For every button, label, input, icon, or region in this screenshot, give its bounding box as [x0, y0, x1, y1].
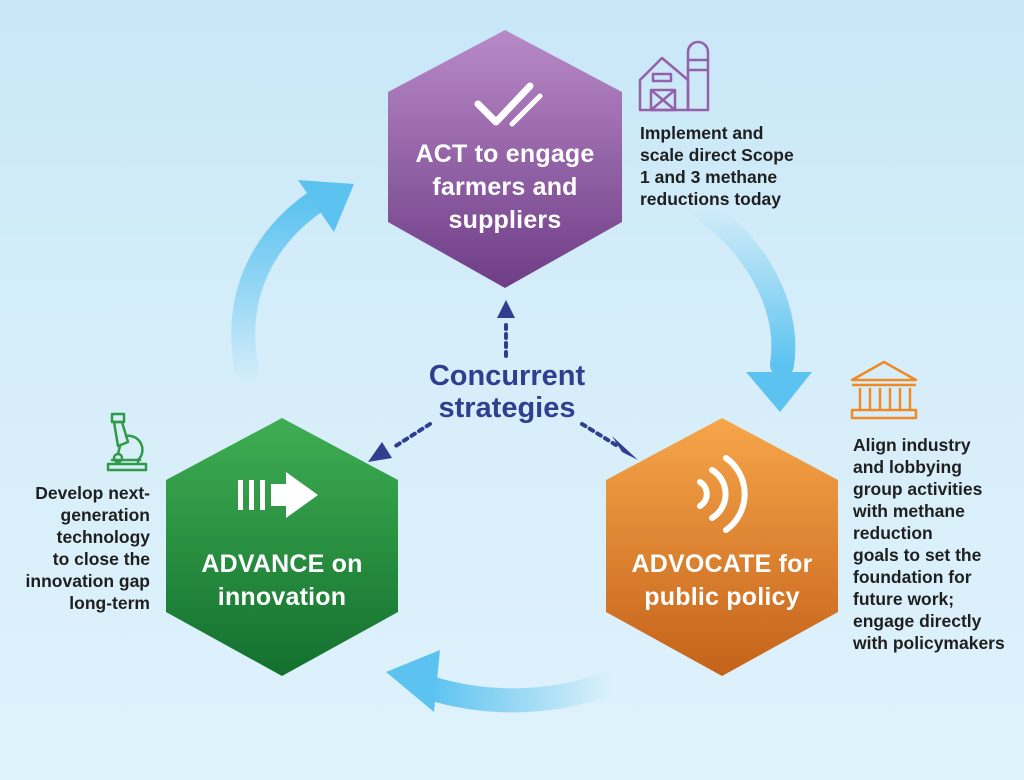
advance-description-line: to close the — [52, 549, 150, 569]
act-label-line: suppliers — [448, 206, 562, 234]
center-title-line: strategies — [438, 392, 576, 424]
center-title: Concurrent strategies — [412, 360, 602, 424]
act-label-line: ACT to engage — [415, 140, 595, 168]
advocate-description-line: future work; — [853, 589, 955, 609]
center-title-line: Concurrent — [428, 360, 586, 392]
act-description-line: Implement and — [640, 123, 764, 143]
advocate-label: ADVOCATE for public policy — [606, 548, 838, 614]
advocate-label-line: public policy — [644, 583, 800, 611]
advocate-description-line: Align industry — [853, 435, 971, 455]
advocate-description-line: goals to set the — [853, 545, 982, 565]
advance-description-line: generation — [60, 505, 150, 525]
cycle-arrow-left — [231, 180, 354, 397]
advocate-description-line: with policymakers — [853, 633, 1005, 653]
act-description-line: 1 and 3 methane — [640, 167, 778, 187]
advocate-description-line: reduction — [853, 523, 933, 543]
cycle-arrow-right — [693, 198, 812, 412]
act-label-line: farmers and — [432, 173, 578, 201]
advance-description: Develop next- generation technology to c… — [8, 482, 150, 614]
advance-description-line: Develop next- — [35, 483, 150, 503]
advocate-description-line: group activities — [853, 479, 983, 499]
microscope-icon — [106, 412, 148, 472]
government-building-icon — [850, 360, 918, 420]
advance-description-line: innovation gap — [25, 571, 150, 591]
advance-label: ADVANCE on innovation — [166, 548, 398, 614]
dotted-arrow-left — [368, 422, 432, 462]
advocate-description-line: and lobbying — [853, 457, 962, 477]
advance-description-line: long-term — [69, 593, 150, 613]
advocate-description: Align industry and lobbying group activi… — [853, 434, 1021, 654]
advocate-description-line: engage directly — [853, 611, 982, 631]
act-label: ACT to engage farmers and suppliers — [388, 138, 622, 237]
checkmark-icon — [474, 82, 543, 127]
advocate-label-line: ADVOCATE for — [631, 550, 813, 578]
advance-description-line: technology — [56, 527, 150, 547]
act-description-line: reductions today — [640, 189, 781, 209]
act-description: Implement and scale direct Scope 1 and 3… — [640, 122, 830, 210]
advocate-description-line: with methane — [853, 501, 965, 521]
dotted-arrow-up — [497, 300, 515, 358]
advocate-description-line: foundation for — [853, 567, 972, 587]
act-description-line: scale direct Scope — [640, 145, 794, 165]
cycle-arrow-bottom — [386, 650, 624, 713]
dotted-arrow-right — [580, 422, 638, 460]
advance-hexagon — [166, 418, 398, 676]
forward-arrow-icon — [238, 472, 318, 518]
barn-silo-icon — [638, 40, 710, 112]
broadcast-icon — [697, 455, 748, 533]
advance-label-line: ADVANCE on — [201, 550, 363, 578]
advance-label-line: innovation — [217, 583, 347, 611]
act-hexagon — [388, 30, 622, 288]
advocate-hexagon — [606, 418, 838, 676]
